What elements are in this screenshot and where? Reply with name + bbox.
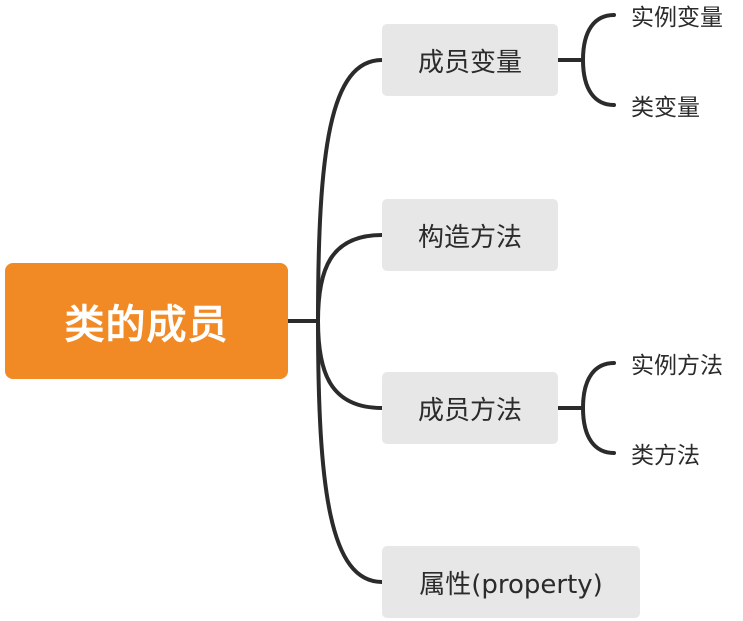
connector-to-branch-constructor <box>316 233 384 323</box>
branch-node-property[interactable]: 属性(property) <box>382 546 640 618</box>
connector-to-leaf-instance-variables <box>581 13 616 62</box>
branch-node-constructor[interactable]: 构造方法 <box>382 199 558 271</box>
root-node-label: 类的成员 <box>64 302 229 348</box>
leaf-node-class-methods[interactable]: 类方法 <box>631 436 743 470</box>
connector-to-leaf-class-methods <box>581 406 616 455</box>
branch-node-member-variables[interactable]: 成员变量 <box>382 24 558 96</box>
branch-node-label: 成员变量 <box>417 47 522 78</box>
leaf-node-label: 类变量 <box>631 95 700 121</box>
leaf-node-label: 实例变量 <box>631 5 723 31</box>
branch-node-label: 成员方法 <box>417 395 522 426</box>
root-node[interactable]: 类的成员 <box>5 263 288 379</box>
branch-node-label: 构造方法 <box>417 222 522 253</box>
connector-to-leaf-class-variables <box>581 58 616 107</box>
connector-to-branch-property <box>316 319 384 584</box>
connector-to-leaf-instance-methods <box>581 361 616 410</box>
connector-to-branch-member-methods <box>316 319 384 410</box>
branch-node-member-methods[interactable]: 成员方法 <box>382 372 558 444</box>
leaf-node-label: 实例方法 <box>631 353 723 379</box>
branch-node-label: 属性(property) <box>419 569 603 600</box>
leaf-node-instance-variables[interactable]: 实例变量 <box>631 0 743 32</box>
leaf-node-label: 类方法 <box>631 443 700 469</box>
connector-to-branch-member-variables <box>316 58 384 323</box>
leaf-node-instance-methods[interactable]: 实例方法 <box>631 346 743 380</box>
leaf-node-class-variables[interactable]: 类变量 <box>631 88 743 122</box>
